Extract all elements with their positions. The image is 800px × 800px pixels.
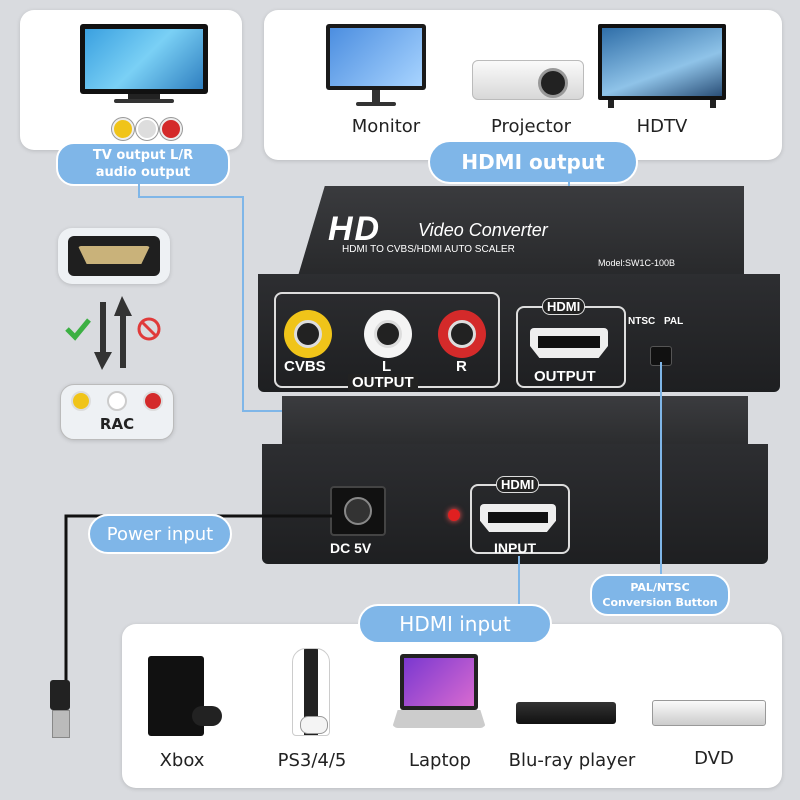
sources-panel: Xbox PS3/4/5 Laptop Blu-ray player DVD	[122, 624, 782, 788]
hdmi-out-label: OUTPUT	[534, 368, 596, 385]
tv-image	[80, 24, 208, 104]
bluray-image	[516, 702, 616, 724]
hdmi-in-line	[518, 556, 520, 606]
hdmi-output-pill: HDMI output	[428, 140, 638, 184]
l-label: L	[382, 358, 392, 375]
laptop-image	[392, 654, 486, 736]
pal-label: PAL	[664, 316, 684, 327]
monitor-image	[326, 24, 426, 108]
tv-audio-line-v2	[242, 196, 244, 410]
hdmi-output-port[interactable]	[530, 328, 608, 358]
subtitle-text: Video Converter	[418, 220, 548, 240]
power-cable	[56, 506, 336, 706]
tv-output-pill: TV output L/R audio output	[56, 142, 230, 186]
usb-plug-icon	[48, 680, 72, 740]
model-text: Model:SW1C-100B	[598, 258, 676, 268]
cvbs-jack[interactable]	[284, 310, 332, 358]
rac-card: RAC	[60, 384, 174, 440]
output-group-label: OUTPUT	[348, 374, 418, 391]
rca-white-icon	[136, 118, 158, 140]
tv-audio-line-v	[138, 184, 140, 196]
dc-label: DC 5V	[330, 540, 372, 556]
ntsc-label: NTSC	[628, 316, 656, 327]
power-input-pill: Power input	[88, 514, 232, 554]
hdtv-label: HDTV	[636, 116, 688, 137]
audio-r-jack[interactable]	[438, 310, 486, 358]
dvd-label: DVD	[694, 748, 734, 769]
tv-audio-line-h1	[138, 196, 242, 198]
audio-l-jack[interactable]	[364, 310, 412, 358]
tv-output-panel	[20, 10, 242, 150]
check-icon	[64, 316, 92, 342]
ps-controller-image	[300, 716, 328, 734]
converter-input-unit: DC 5V HDMI INPUT	[262, 396, 768, 568]
cvbs-label: CVBS	[284, 358, 326, 375]
controller-image	[192, 706, 222, 726]
subtitle2-text: HDMI TO CVBS/HDMI AUTO SCALER	[342, 244, 515, 255]
palntsc-pill: PAL/NTSC Conversion Button	[590, 574, 730, 616]
hdmi-input-port[interactable]	[480, 504, 556, 532]
dvd-image	[652, 700, 766, 726]
converter-output-unit: HD Video Converter HDMI TO CVBS/HDMI AUT…	[258, 186, 780, 402]
dc-power-jack[interactable]	[330, 486, 386, 536]
hdmi-output-panel: Monitor Projector HDTV	[264, 10, 782, 160]
hdmi-connector-card	[58, 228, 170, 284]
laptop-label: Laptop	[409, 750, 471, 771]
hdmi-in-label: INPUT	[494, 540, 536, 556]
bluray-label: Blu-ray player	[508, 750, 636, 771]
hdmi-in-badge: HDMI	[496, 476, 540, 493]
brand-text: HD	[328, 210, 382, 248]
hdtv-image	[598, 24, 726, 108]
rca-yellow-icon	[112, 118, 134, 140]
hdmi-out-badge: HDMI	[542, 298, 586, 315]
xbox-label: Xbox	[159, 750, 205, 771]
power-led-icon	[448, 509, 460, 521]
forbid-icon	[136, 316, 162, 342]
r-label: R	[456, 358, 467, 375]
ps-label: PS3/4/5	[277, 750, 347, 771]
projector-label: Projector	[491, 116, 571, 137]
arrows-icon	[92, 292, 134, 376]
monitor-label: Monitor	[351, 116, 421, 137]
projector-image	[472, 50, 584, 106]
hdmi-input-pill: HDMI input	[358, 604, 552, 644]
rac-label: RAC	[99, 415, 135, 433]
palntsc-line	[660, 362, 662, 576]
rca-red-icon	[160, 118, 182, 140]
